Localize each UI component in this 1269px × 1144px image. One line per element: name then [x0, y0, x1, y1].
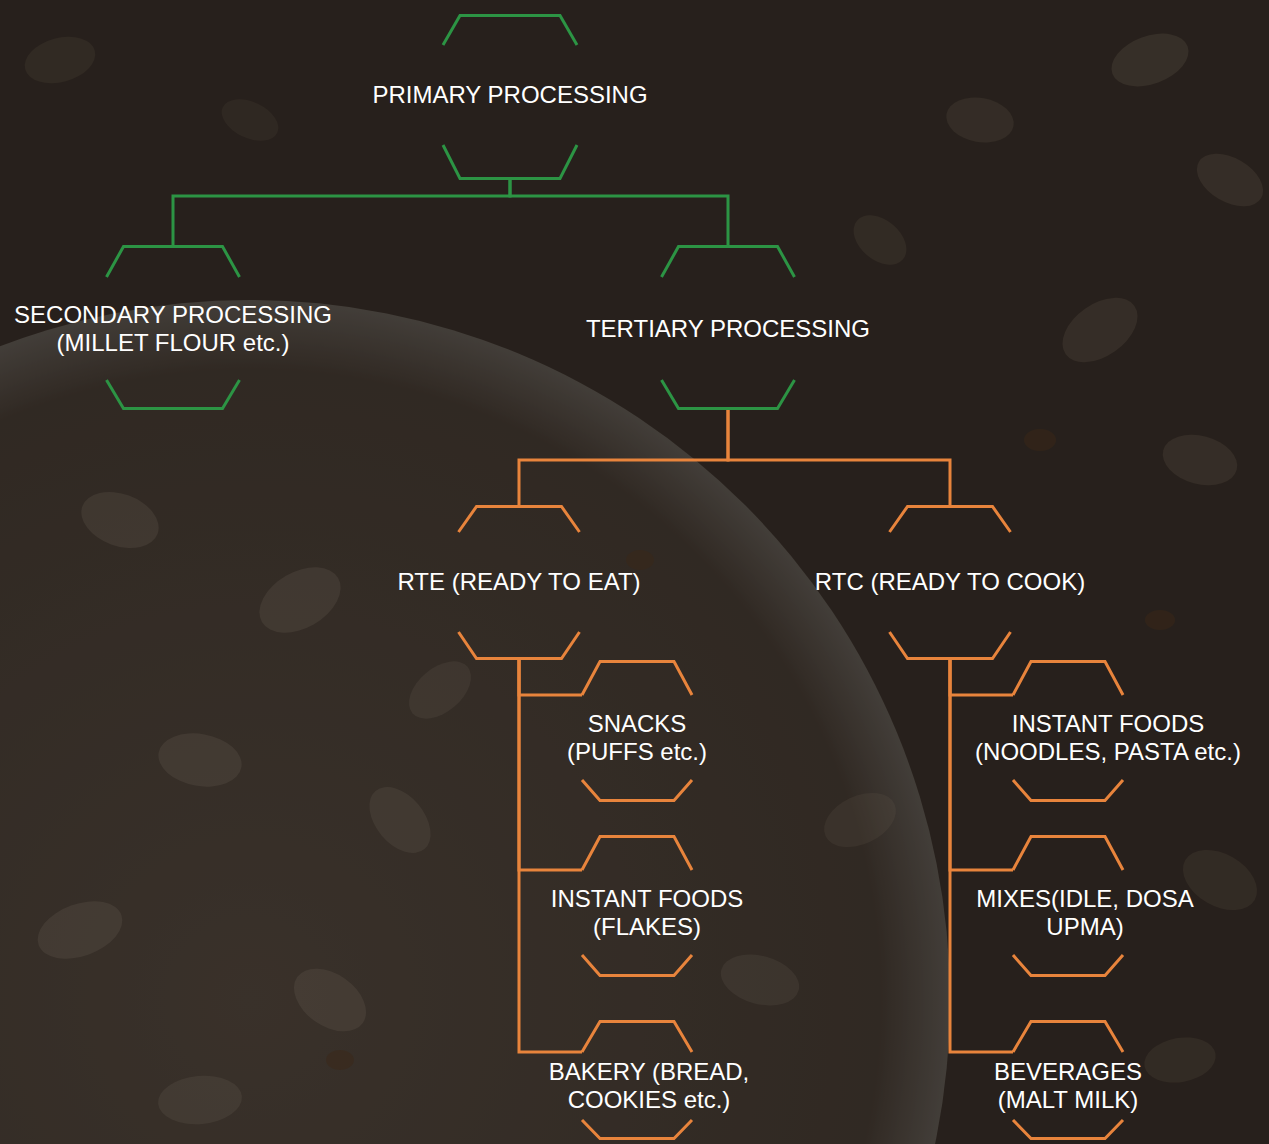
bottom-bracket — [107, 380, 240, 409]
top-bracket — [459, 507, 580, 533]
top-bracket — [582, 662, 692, 696]
bottom-bracket — [890, 632, 1011, 659]
node-label: PRIMARY PROCESSING — [355, 81, 665, 109]
process-node: BEVERAGES (MALT MILK) — [976, 1020, 1160, 1140]
connector — [173, 180, 510, 245]
connector — [519, 660, 582, 870]
connector — [950, 660, 1013, 695]
node-label: BAKERY (BREAD, COOKIES etc.) — [539, 1058, 759, 1114]
bottom-bracket — [1013, 955, 1123, 976]
process-node: PRIMARY PROCESSING — [353, 14, 667, 180]
node-label: SECONDARY PROCESSING (MILLET FLOUR etc.) — [8, 301, 338, 357]
process-node: RTC (READY TO COOK) — [798, 505, 1102, 660]
top-bracket — [1013, 837, 1123, 871]
top-bracket — [662, 247, 795, 278]
top-bracket — [1013, 1022, 1123, 1053]
connector — [950, 660, 1013, 870]
top-bracket — [1013, 662, 1123, 696]
connector — [519, 660, 582, 1052]
bottom-bracket — [582, 955, 692, 976]
node-label: BEVERAGES (MALT MILK) — [978, 1058, 1158, 1114]
node-label: RTC (READY TO COOK) — [800, 568, 1100, 596]
bottom-bracket — [1013, 1120, 1123, 1139]
top-bracket — [582, 837, 692, 871]
bottom-bracket — [662, 380, 795, 409]
connector — [519, 410, 728, 505]
node-label: SNACKS (PUFFS etc.) — [557, 710, 717, 766]
top-bracket — [443, 16, 577, 46]
process-node: SNACKS (PUFFS etc.) — [555, 660, 719, 802]
bottom-bracket — [582, 1120, 692, 1139]
process-node: INSTANT FOODS (NOODLES, PASTA etc.) — [961, 660, 1255, 802]
connector — [519, 660, 582, 695]
bottom-bracket — [1013, 780, 1123, 801]
process-node: TERTIARY PROCESSING — [566, 245, 890, 410]
bottom-bracket — [443, 145, 577, 179]
process-node: RTE (READY TO EAT) — [377, 505, 661, 660]
node-label: MIXES(IDLE, DOSA UPMA) — [965, 885, 1205, 941]
node-label: RTE (READY TO EAT) — [379, 568, 659, 596]
bottom-bracket — [459, 632, 580, 659]
top-bracket — [890, 507, 1011, 533]
connector — [728, 410, 950, 505]
node-label: INSTANT FOODS (NOODLES, PASTA etc.) — [963, 710, 1253, 766]
node-label: TERTIARY PROCESSING — [568, 315, 888, 343]
top-bracket — [107, 247, 240, 278]
node-label: INSTANT FOODS (FLAKES) — [537, 885, 757, 941]
process-node: SECONDARY PROCESSING (MILLET FLOUR etc.) — [6, 245, 340, 410]
process-node: MIXES(IDLE, DOSA UPMA) — [963, 835, 1207, 977]
connector — [510, 180, 728, 245]
process-node: INSTANT FOODS (FLAKES) — [535, 835, 759, 977]
bottom-bracket — [582, 780, 692, 801]
process-node: BAKERY (BREAD, COOKIES etc.) — [537, 1020, 761, 1140]
connector — [950, 660, 1013, 1052]
top-bracket — [582, 1022, 692, 1053]
